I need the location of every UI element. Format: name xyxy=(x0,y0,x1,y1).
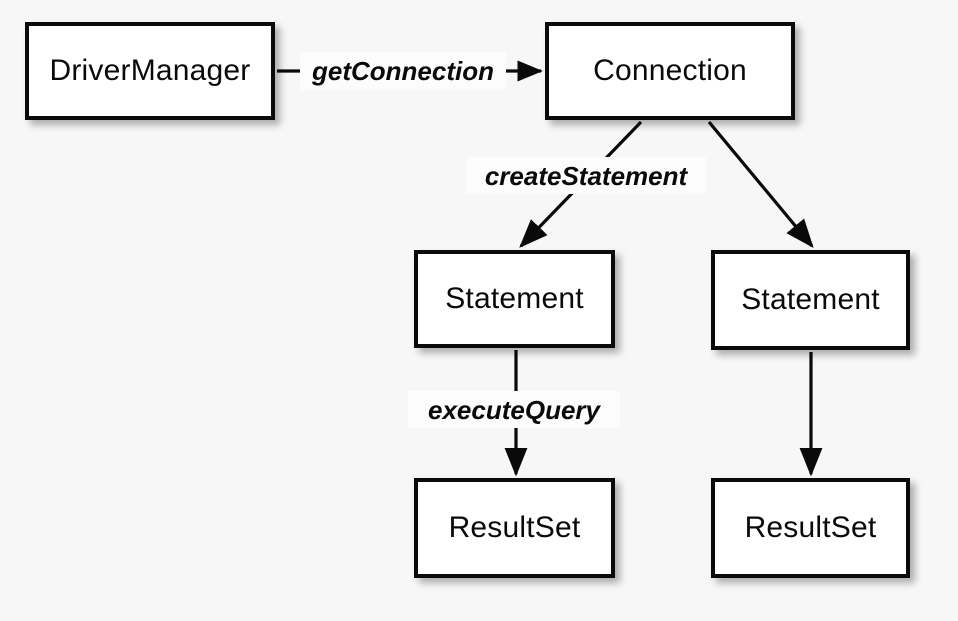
node-driver-manager[interactable]: DriverManager xyxy=(25,22,275,120)
connector-create-statement-right xyxy=(707,120,814,248)
edge-label-create-statement-text: createStatement xyxy=(484,160,688,191)
edge-label-get-connection-text: getConnection xyxy=(312,56,494,86)
node-resultset-right-label: ResultSet xyxy=(744,511,877,544)
edge-label-get-connection: getConnection xyxy=(300,52,506,90)
node-resultset-right[interactable]: ResultSet xyxy=(711,478,910,578)
edge-label-execute-query-text: executeQuery xyxy=(428,394,600,425)
node-statement-right[interactable]: Statement xyxy=(711,250,910,350)
node-resultset-left-label: ResultSet xyxy=(448,511,581,544)
node-resultset-left[interactable]: ResultSet xyxy=(414,478,615,578)
node-statement-left-label: Statement xyxy=(445,282,584,315)
node-connection[interactable]: Connection xyxy=(545,22,795,120)
node-statement-right-label: Statement xyxy=(741,283,880,316)
node-statement-left[interactable]: Statement xyxy=(414,250,615,348)
edge-label-execute-query: executeQuery xyxy=(408,391,620,428)
edge-label-create-statement: createStatement xyxy=(466,157,706,194)
node-connection-label: Connection xyxy=(593,54,747,87)
node-driver-manager-label: DriverManager xyxy=(49,54,251,87)
